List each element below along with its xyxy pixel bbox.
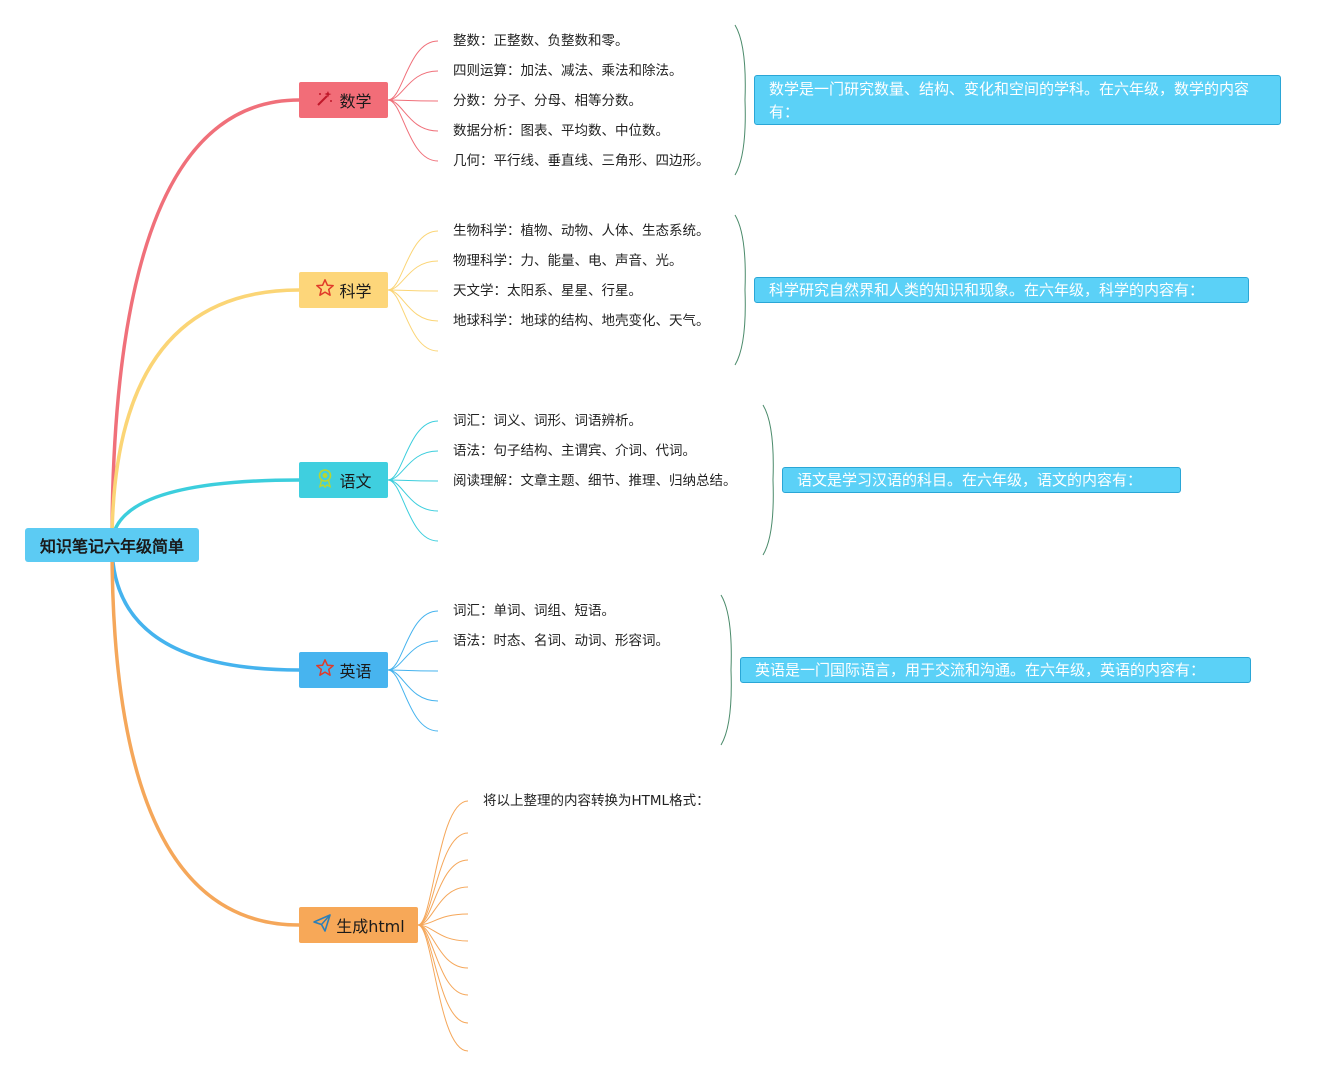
branch-science[interactable]: 科学 xyxy=(299,272,388,308)
leaf-english-1: 语法：时态、名词、动词、形容词。 xyxy=(453,633,669,649)
leaf-connector xyxy=(417,859,469,926)
star-icon xyxy=(315,278,335,302)
leaf-connector xyxy=(387,99,439,102)
leaf-connector xyxy=(417,832,469,926)
branch-math-label: 数学 xyxy=(339,92,372,111)
summary-math-text: 数学是一门研究数量、结构、变化和空间的学科。在六年级，数学的内容有： xyxy=(769,80,1250,121)
leaf-connector xyxy=(417,913,469,926)
summary-science[interactable]: 科学研究自然界和人类的知识和现象。在六年级，科学的内容有： xyxy=(754,277,1249,303)
summary-brace xyxy=(762,404,774,556)
leaf-math-3: 数据分析：图表、平均数、中位数。 xyxy=(453,123,669,139)
root-label: 知识笔记六年级简单 xyxy=(39,537,184,556)
summary-chinese-text: 语文是学习汉语的科目。在六年级，语文的内容有： xyxy=(797,471,1143,489)
leaf-connector xyxy=(387,450,439,481)
branch-science-label: 科学 xyxy=(339,282,372,301)
leaf-math-4: 几何：平行线、垂直线、三角形、四边形。 xyxy=(453,153,710,169)
branch-chinese-label: 语文 xyxy=(339,472,372,491)
leaf-connector xyxy=(387,70,439,101)
leaf-connector xyxy=(387,289,439,352)
summary-english-text: 英语是一门国际语言，用于交流和沟通。在六年级，英语的内容有： xyxy=(755,661,1206,679)
leaf-connector xyxy=(387,479,439,542)
leaf-connector xyxy=(417,886,469,926)
summary-brace xyxy=(734,24,746,176)
star-icon xyxy=(315,658,335,682)
leaf-html-0: 将以上整理的内容转换为HTML格式： xyxy=(483,793,710,809)
leaf-chinese-2: 阅读理解：文章主题、细节、推理、归纳总结。 xyxy=(453,473,737,489)
leaf-connector xyxy=(387,669,439,732)
leaf-connector xyxy=(387,420,439,481)
branch-english-label: 英语 xyxy=(339,662,372,681)
leaf-math-0: 整数：正整数、负整数和零。 xyxy=(453,33,629,49)
summary-brace xyxy=(734,214,746,366)
summary-science-text: 科学研究自然界和人类的知识和现象。在六年级，科学的内容有： xyxy=(769,281,1205,299)
leaf-science-1: 物理科学：力、能量、电、声音、光。 xyxy=(453,253,683,269)
leaf-connector xyxy=(417,924,469,969)
summary-math[interactable]: 数学是一门研究数量、结构、变化和空间的学科。在六年级，数学的内容有： xyxy=(754,75,1281,125)
trunk-connector xyxy=(110,98,301,547)
leaf-connector xyxy=(387,610,439,671)
summary-brace xyxy=(720,594,732,746)
magic-wand-icon xyxy=(315,88,335,112)
leaf-connector xyxy=(387,479,439,482)
leaf-english-0: 词汇：单词、词组、短语。 xyxy=(453,603,615,619)
leaf-connector xyxy=(387,230,439,291)
trunk-connector xyxy=(110,543,301,927)
leaf-chinese-1: 语法：句子结构、主谓宾、介词、代词。 xyxy=(453,443,696,459)
branch-chinese[interactable]: 语文 xyxy=(299,462,388,498)
leaf-connector xyxy=(387,669,439,672)
leaf-connector xyxy=(417,924,469,1052)
leaf-math-1: 四则运算：加法、减法、乘法和除法。 xyxy=(453,63,683,79)
leaf-chinese-0: 词汇：词义、词形、词语辨析。 xyxy=(453,413,642,429)
branch-html[interactable]: 生成html xyxy=(299,907,418,943)
trunk-connector xyxy=(110,288,301,547)
leaf-connector xyxy=(387,260,439,291)
branch-html-label: 生成html xyxy=(336,917,405,936)
root-node[interactable]: 知识笔记六年级简单 xyxy=(25,528,199,562)
summary-english[interactable]: 英语是一门国际语言，用于交流和沟通。在六年级，英语的内容有： xyxy=(740,657,1251,683)
leaf-connector xyxy=(387,40,439,101)
leaf-science-0: 生物科学：植物、动物、人体、生态系统。 xyxy=(453,223,710,239)
leaf-math-2: 分数：分子、分母、相等分数。 xyxy=(453,93,642,109)
branch-math[interactable]: 数学 xyxy=(299,82,388,118)
trunk-connector xyxy=(110,543,301,672)
leaf-connector xyxy=(417,800,469,926)
leaf-science-3: 地球科学：地球的结构、地壳变化、天气。 xyxy=(453,313,710,329)
leaf-connector xyxy=(417,924,469,1024)
paper-plane-icon xyxy=(312,913,332,937)
leaf-connector xyxy=(387,99,439,162)
award-icon xyxy=(315,468,335,492)
branch-english[interactable]: 英语 xyxy=(299,652,388,688)
summary-chinese[interactable]: 语文是学习汉语的科目。在六年级，语文的内容有： xyxy=(782,467,1181,493)
leaf-connector xyxy=(387,289,439,292)
leaf-science-2: 天文学：太阳系、星星、行星。 xyxy=(453,283,642,299)
leaf-connector xyxy=(387,640,439,671)
